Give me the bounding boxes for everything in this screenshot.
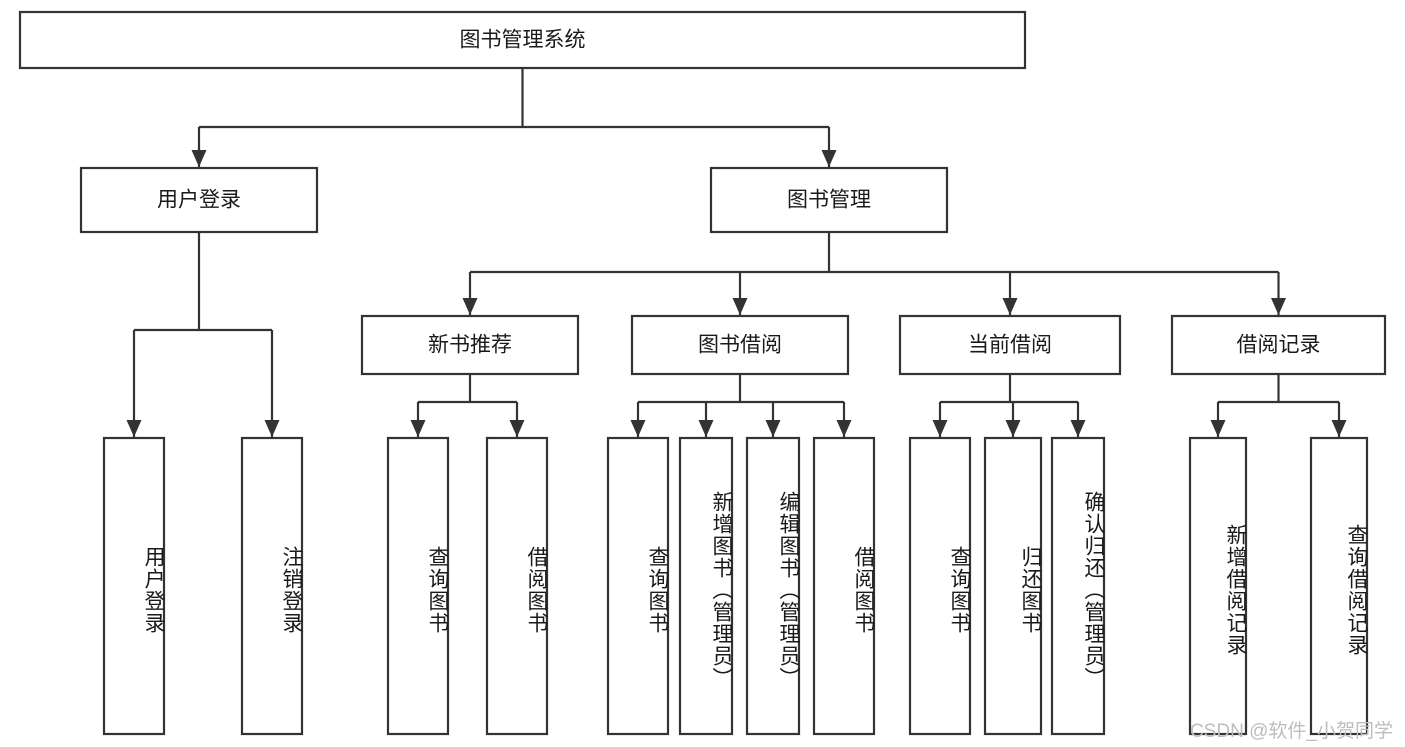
node-label-book-borrow: 图书借阅	[698, 334, 782, 357]
arrow-head-icon	[1210, 420, 1226, 437]
node-box-leaf-query-book-3[interactable]	[908, 436, 972, 736]
arrow-head-icon	[1002, 298, 1018, 315]
node-leaf-borrow-book-1[interactable]	[485, 436, 549, 736]
node-box-leaf-add-book[interactable]	[678, 436, 734, 736]
arrow-head-icon	[1271, 298, 1286, 315]
node-leaf-user-logout[interactable]	[240, 436, 304, 736]
node-label-user-login: 用户登录	[157, 189, 241, 212]
arrow-head-icon	[732, 298, 748, 315]
arrow-head-icon	[932, 420, 948, 437]
node-box-leaf-confirm-return[interactable]	[1050, 436, 1106, 736]
node-box-current-borrow[interactable]	[898, 314, 1122, 376]
node-box-leaf-borrow-book-1[interactable]	[485, 436, 549, 736]
node-root[interactable]	[18, 10, 1027, 70]
node-label-new-book-recommend: 新书推荐	[428, 334, 512, 357]
arrow-head-icon	[765, 420, 781, 437]
node-box-leaf-borrow-book-2[interactable]	[812, 436, 876, 736]
node-box-leaf-edit-book[interactable]	[745, 436, 801, 736]
node-leaf-confirm-return[interactable]	[1050, 436, 1106, 736]
arrow-head-icon	[1005, 420, 1021, 437]
node-label-root: 图书管理系统	[460, 29, 586, 52]
arrow-head-icon	[462, 298, 478, 315]
node-label-book-management: 图书管理	[787, 189, 871, 212]
node-boxes-layer	[18, 10, 1387, 736]
node-box-book-borrow[interactable]	[630, 314, 850, 376]
node-label-borrow-records: 借阅记录	[1237, 334, 1321, 357]
node-current-borrow[interactable]	[898, 314, 1122, 376]
arrow-head-icon	[698, 420, 714, 437]
node-label-current-borrow: 当前借阅	[968, 334, 1052, 357]
node-leaf-add-book[interactable]	[678, 436, 734, 736]
arrow-head-icon	[410, 420, 426, 437]
node-leaf-query-book-1[interactable]	[386, 436, 450, 736]
connectors-layer	[126, 68, 1347, 437]
arrow-head-icon	[1070, 420, 1086, 437]
node-book-borrow[interactable]	[630, 314, 850, 376]
watermark-text: CSDN @软件_小贺同学	[1190, 721, 1393, 742]
node-borrow-records[interactable]	[1170, 314, 1387, 376]
arrow-head-icon	[821, 150, 837, 167]
node-box-leaf-user-login[interactable]	[102, 436, 166, 736]
node-box-borrow-records[interactable]	[1170, 314, 1387, 376]
node-box-leaf-query-record[interactable]	[1309, 436, 1369, 736]
node-leaf-edit-book[interactable]	[745, 436, 801, 736]
arrow-head-icon	[1331, 420, 1347, 437]
node-box-root[interactable]	[18, 10, 1027, 70]
arrow-head-icon	[509, 420, 525, 437]
arrow-head-icon	[630, 420, 646, 437]
node-leaf-user-login[interactable]	[102, 436, 166, 736]
node-box-leaf-query-book-2[interactable]	[606, 436, 670, 736]
node-leaf-borrow-book-2[interactable]	[812, 436, 876, 736]
arrow-head-icon	[836, 420, 852, 437]
node-box-leaf-return-book[interactable]	[983, 436, 1043, 736]
node-book-management[interactable]	[709, 166, 949, 234]
node-leaf-query-book-2[interactable]	[606, 436, 670, 736]
arrow-head-icon	[191, 150, 207, 167]
node-leaf-add-record[interactable]	[1188, 436, 1248, 736]
node-box-leaf-user-logout[interactable]	[240, 436, 304, 736]
arrow-head-icon	[264, 420, 280, 437]
node-box-book-management[interactable]	[709, 166, 949, 234]
node-box-leaf-add-record[interactable]	[1188, 436, 1248, 736]
node-leaf-query-book-3[interactable]	[908, 436, 972, 736]
node-new-book-recommend[interactable]	[360, 314, 580, 376]
node-user-login[interactable]	[79, 166, 319, 234]
node-box-user-login[interactable]	[79, 166, 319, 234]
node-leaf-query-record[interactable]	[1309, 436, 1369, 736]
node-leaf-return-book[interactable]	[983, 436, 1043, 736]
node-box-new-book-recommend[interactable]	[360, 314, 580, 376]
arrow-head-icon	[126, 420, 142, 437]
node-box-leaf-query-book-1[interactable]	[386, 436, 450, 736]
